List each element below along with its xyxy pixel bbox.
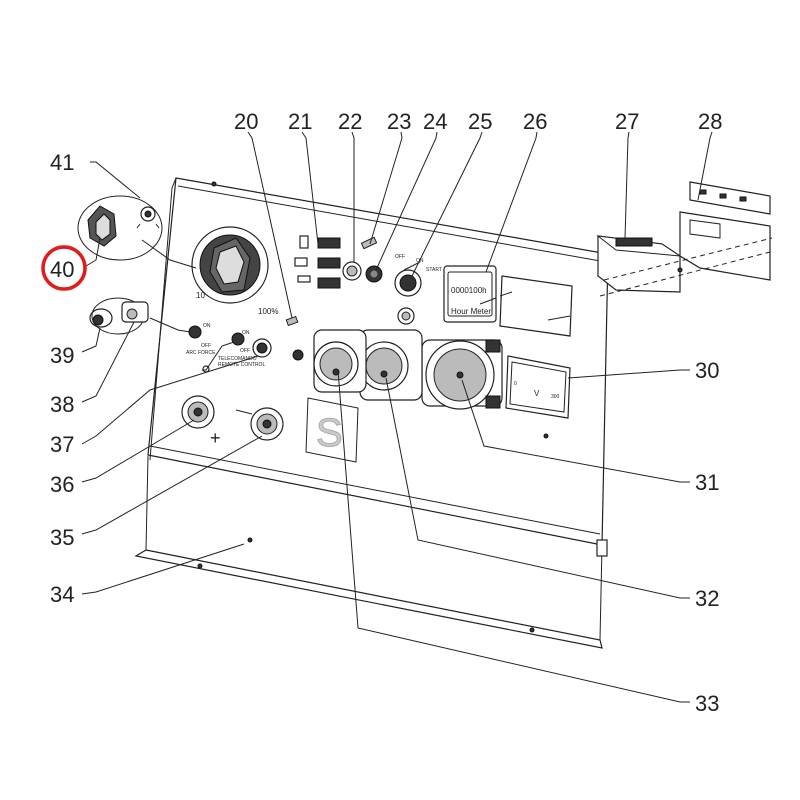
knob-min-label: 10 (196, 291, 205, 300)
rectifier-27 (596, 235, 683, 293)
callout-27: 27 (615, 109, 639, 134)
bottom-plate-side (599, 544, 603, 641)
callout-32: 32 (695, 586, 719, 611)
small-component-20 (285, 315, 304, 361)
callout-21: 21 (288, 109, 312, 134)
callout-labels: 20 21 22 23 24 25 26 27 28 41 40 39 38 3… (50, 109, 722, 716)
callout-25: 25 (468, 109, 492, 134)
toggle-switch-38 (121, 301, 149, 323)
panel-screw-hole (543, 433, 549, 439)
knob-exploded-40 (77, 195, 163, 261)
remote-connector-37 (252, 338, 272, 358)
callout-31: 31 (695, 470, 719, 495)
voltmeter: V 0 300 (505, 355, 571, 419)
voltmeter-unit: V (534, 389, 540, 398)
knob-max-label: 100% (258, 307, 278, 316)
lamp-exploded-41 (136, 206, 160, 229)
callout-41: 41 (50, 150, 74, 175)
callout-36: 36 (50, 472, 74, 497)
callout-24: 24 (423, 109, 447, 134)
voltmeter-max: 300 (551, 394, 560, 400)
plus-sign: + (210, 428, 221, 448)
blank-plate (499, 275, 573, 337)
callout-38: 38 (50, 392, 74, 417)
indicator-22 (342, 261, 362, 281)
arc-off-label: OFF (201, 343, 211, 349)
callout-22: 22 (338, 109, 362, 134)
callout-33: 33 (695, 691, 719, 716)
leader-lines (81, 131, 713, 703)
key-start-label: START (426, 267, 442, 273)
bottom-plate-lip (134, 549, 603, 649)
remote-label-2: REMOTE CONTROL (218, 362, 265, 368)
warning-lamps (294, 235, 341, 289)
fuse-23 (360, 236, 378, 250)
remote-off-label: OFF (240, 348, 250, 354)
remote-switch: ON OFF TELECOMANDO REMOTE CONTROL (218, 330, 265, 368)
panel-fold-line (149, 445, 601, 535)
callout-30: 30 (695, 358, 719, 383)
socket-left (313, 329, 367, 393)
callout-39: 39 (50, 343, 74, 368)
logo-letter: S (316, 411, 343, 455)
callout-20: 20 (234, 109, 258, 134)
bottom-hole (197, 563, 203, 569)
socket-large (421, 339, 503, 410)
panel-screw-hole (211, 181, 217, 187)
bottom-plate-side (145, 455, 149, 551)
callout-34: 34 (50, 582, 74, 607)
logo-plate: S (305, 397, 359, 463)
current-knob: 10 100% (191, 226, 278, 316)
callout-35: 35 (50, 525, 74, 550)
panel-left-edge (149, 177, 177, 461)
socket-middle (359, 329, 423, 401)
remote-on-label: ON (242, 330, 250, 336)
callout-26: 26 (523, 109, 547, 134)
callout-23: 23 (387, 109, 411, 134)
bottom-hole (529, 627, 535, 633)
hour-meter-value: 0000100h (451, 286, 487, 295)
highlight-ring (41, 245, 87, 291)
bottom-clip (596, 539, 608, 557)
callout-28: 28 (698, 109, 722, 134)
callout-40: 40 (50, 257, 74, 282)
arc-force-label: ARC FORCE (186, 350, 216, 356)
toggle-switch-39 (89, 297, 145, 335)
key-off-label: OFF (395, 254, 405, 260)
bracket-28 (599, 181, 773, 297)
hour-meter: 0000100h Hour Meter (443, 265, 497, 323)
reset-button (397, 307, 415, 325)
terminal-negative (235, 407, 284, 441)
arc-on-label: ON (203, 323, 211, 329)
bottom-hole (247, 537, 253, 543)
bottom-plate (134, 455, 608, 649)
indicator-24 (365, 265, 383, 283)
panel-top-fold (177, 185, 607, 263)
remote-label-1: TELECOMANDO (218, 356, 257, 362)
voltmeter-min: 0 (514, 381, 517, 387)
callout-37: 37 (50, 432, 74, 457)
terminal-positive: + (181, 395, 221, 448)
hour-meter-label: Hour Meter (451, 307, 491, 316)
